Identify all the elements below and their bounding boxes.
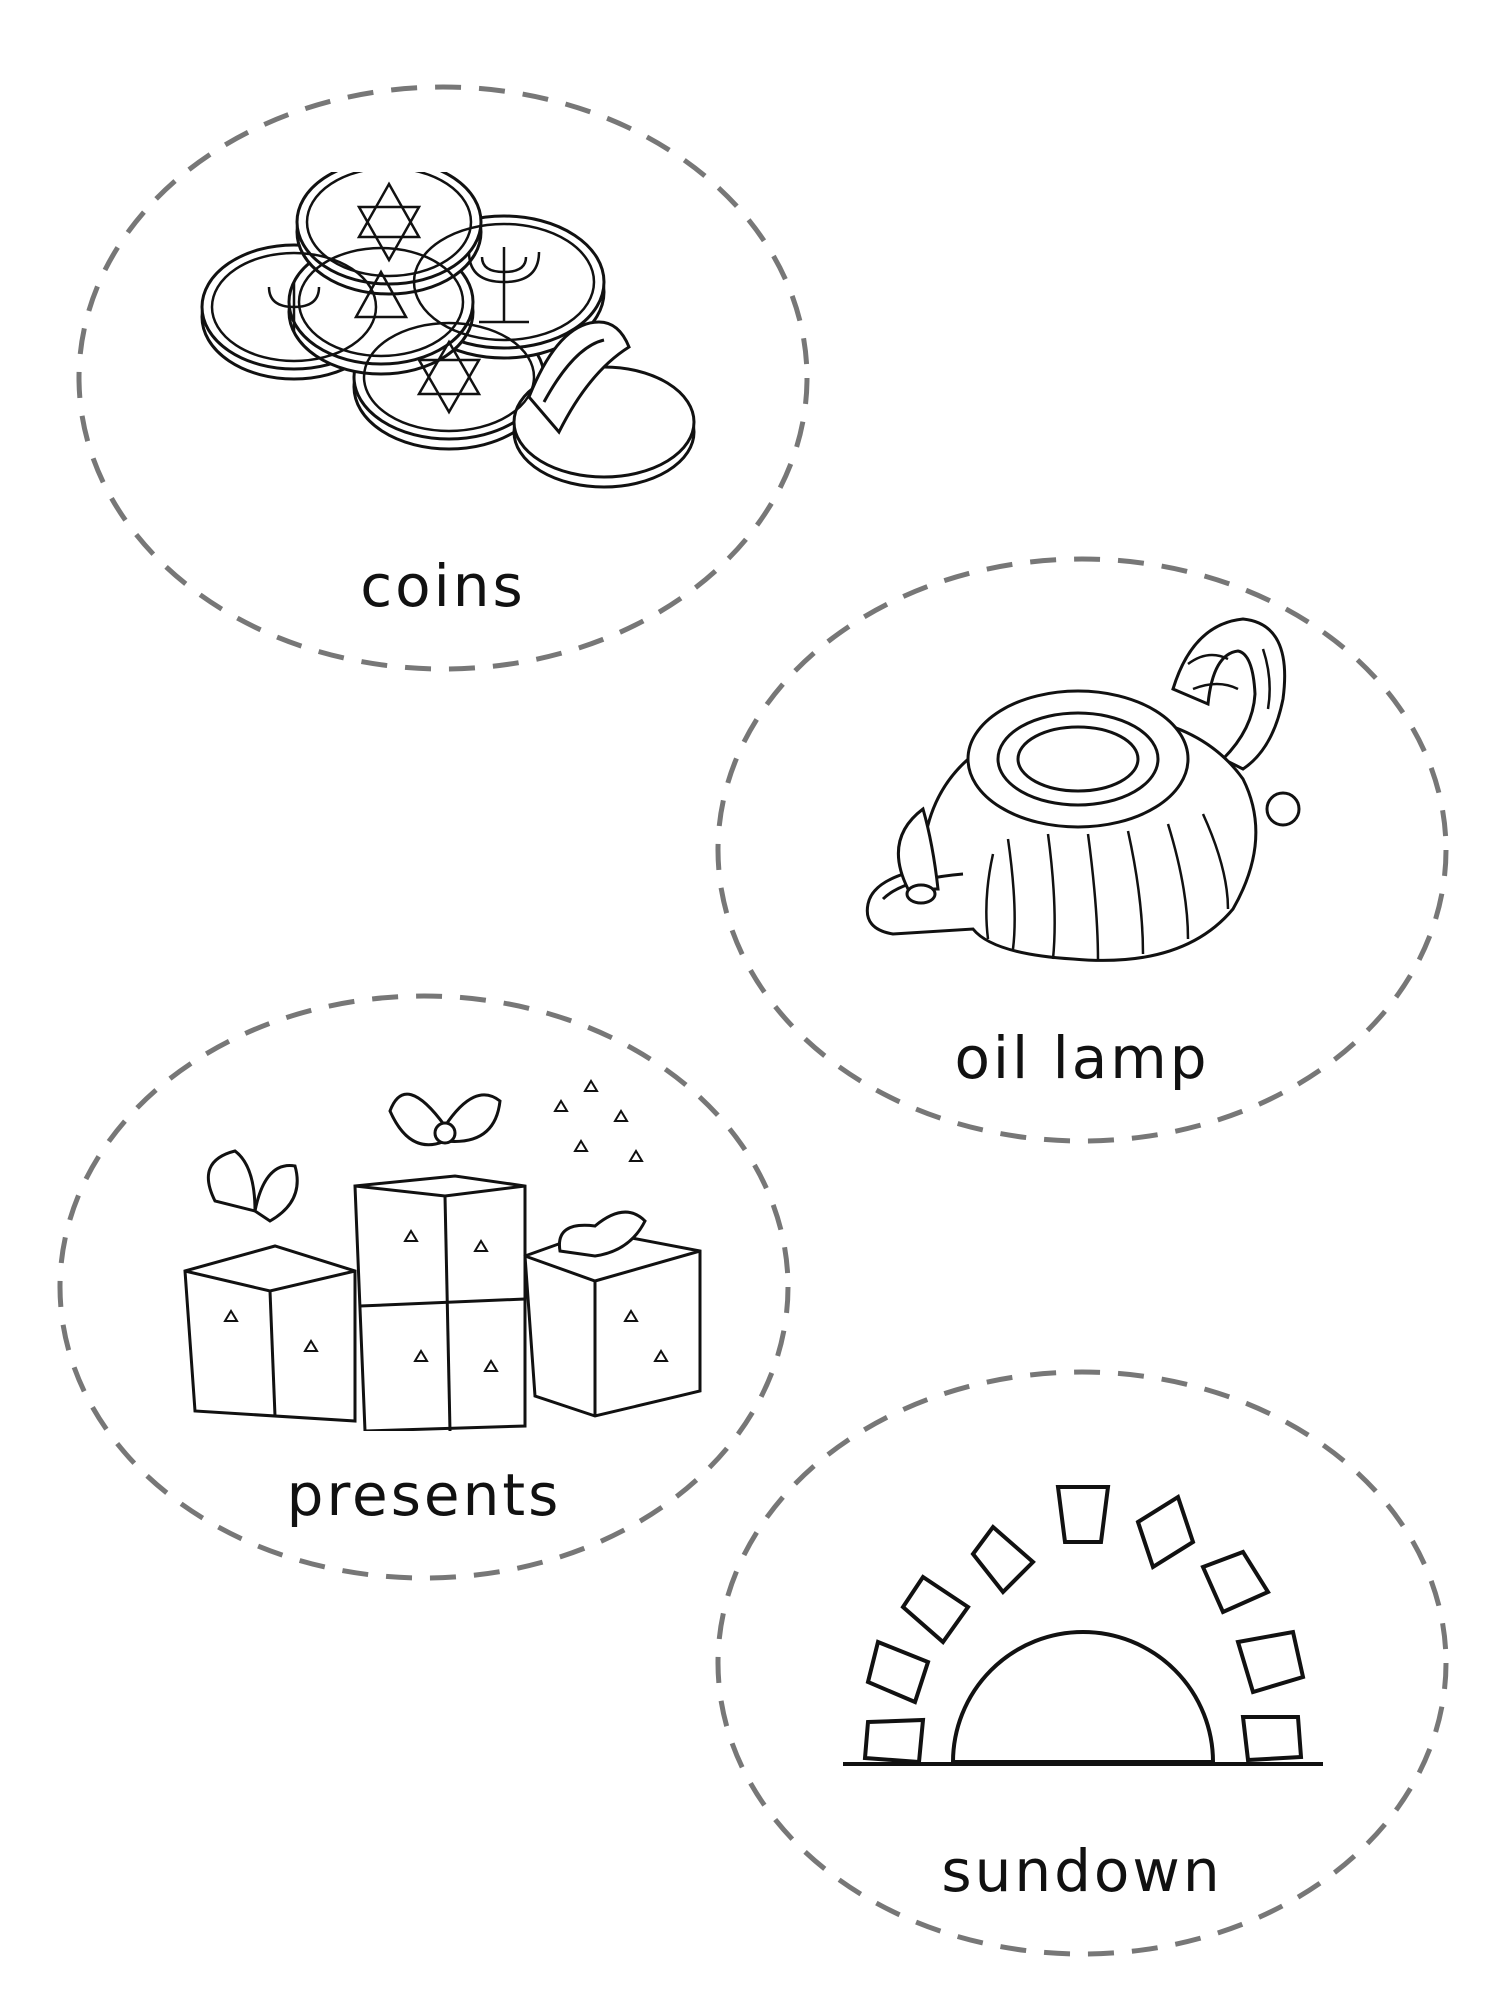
chocolate-coins-icon — [200, 172, 696, 489]
sunset-icon — [843, 1485, 1323, 1766]
dashed-oval-outline — [715, 556, 1449, 1144]
card-label-coins: coins — [360, 552, 526, 620]
card-presents: presents — [55, 991, 793, 1583]
dashed-oval-outline — [715, 1369, 1449, 1957]
card-label-presents: presents — [286, 1461, 562, 1529]
card-label-oil-lamp: oil lamp — [954, 1024, 1210, 1092]
card-sundown: sundown — [713, 1367, 1451, 1959]
presents-icon — [183, 1079, 702, 1431]
dashed-oval-outline — [57, 993, 791, 1581]
card-oil-lamp: oil lamp — [713, 554, 1451, 1146]
card-label-sundown: sundown — [941, 1837, 1223, 1905]
oil-lamp-icon — [865, 617, 1301, 962]
dashed-oval-outline — [76, 84, 810, 672]
card-coins: coins — [74, 82, 812, 674]
